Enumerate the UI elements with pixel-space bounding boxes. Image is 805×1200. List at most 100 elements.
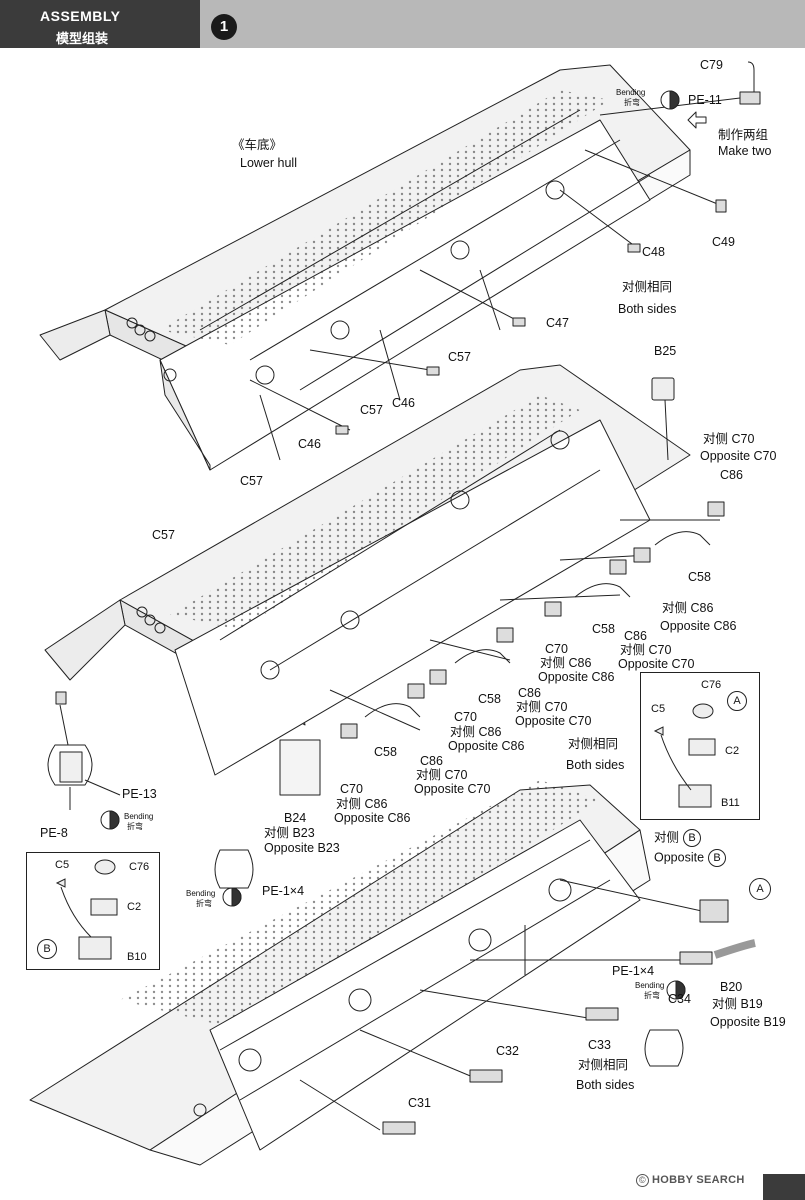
detail-a-drawing xyxy=(653,703,716,808)
label-opp-b-cn: 对侧 xyxy=(654,830,680,845)
label-opp-c86-en-3: Opposite C86 xyxy=(448,739,525,753)
label-c32: C32 xyxy=(496,1044,519,1058)
detail-a-circle: A xyxy=(727,691,747,711)
label-c86-top: C86 xyxy=(720,468,743,482)
label-c57-a: C57 xyxy=(448,350,471,364)
label-c70-2: C70 xyxy=(454,710,477,724)
label-opp-c70-en-4: Opposite C70 xyxy=(414,782,491,796)
label-opp-b-en: Opposite xyxy=(654,850,705,865)
label-c58-3: C58 xyxy=(478,692,501,706)
assembly-title-cn: 模型组装 xyxy=(56,31,109,46)
hull-top-drawing xyxy=(39,64,741,471)
label-c46-a: C46 xyxy=(392,396,415,410)
label-c48: C48 xyxy=(642,245,665,259)
label-pe13: PE-13 xyxy=(122,787,157,801)
detail-a-box: A C76 C5 C2 B11 xyxy=(640,672,760,820)
detail-b-c2: C2 xyxy=(127,901,142,913)
label-opp-c70-cn-2: 对侧 C70 xyxy=(620,643,672,657)
label-both-sides-en-3: Both sides xyxy=(576,1078,635,1092)
detail-b-c76: C76 xyxy=(129,861,150,873)
detail-a-c5: C5 xyxy=(651,703,666,715)
label-c70-3: C70 xyxy=(340,782,363,796)
label-both-sides-cn-1: 对侧相同 xyxy=(622,280,673,294)
label-opp-c86-cn-2: 对侧 C86 xyxy=(540,656,592,670)
detail-b-circle: B xyxy=(37,939,57,959)
page-footer xyxy=(0,1168,805,1200)
label-c57-c: C57 xyxy=(240,474,263,488)
label-both-sides-en-1: Both sides xyxy=(618,302,677,316)
header-light-band xyxy=(200,0,805,48)
label-c58-1: C58 xyxy=(688,570,711,584)
label-opp-c86-cn-4: 对侧 C86 xyxy=(336,797,388,811)
detail-a-b11: B11 xyxy=(721,797,740,809)
hull-middle-drawing xyxy=(44,364,720,791)
label-opp-c70-en-3: Opposite C70 xyxy=(515,714,592,728)
label-c33: C33 xyxy=(588,1038,611,1052)
watermark-text: HOBBY SEARCH xyxy=(652,1174,745,1186)
label-b25: B25 xyxy=(654,344,677,358)
marker-a: A xyxy=(749,878,771,900)
label-opp-b23-en: Opposite B23 xyxy=(264,841,340,855)
label-c57-b: C57 xyxy=(360,403,383,417)
page-header: ASSEMBLY 模型组装 1 xyxy=(0,0,805,48)
label-opp-b23-cn: 对侧 B23 xyxy=(264,826,315,840)
label-c86-2: C86 xyxy=(624,629,647,643)
footer-dark-tab xyxy=(763,1174,805,1200)
label-bending-1: Bending xyxy=(616,88,646,97)
label-c58-2: C58 xyxy=(592,622,615,636)
label-bending-4: Bending xyxy=(635,981,665,990)
detail-a-c76: C76 xyxy=(701,679,722,691)
label-bending-3: Bending xyxy=(186,889,216,898)
label-c86-3: C86 xyxy=(518,686,541,700)
step-number-badge: 1 xyxy=(211,14,237,40)
label-pe1x4-a: PE-1×4 xyxy=(262,884,305,898)
label-make-two-en: Make two xyxy=(718,144,772,158)
label-c86-4: C86 xyxy=(420,754,443,768)
label-opp-c86-cn-1: 对侧 C86 xyxy=(662,601,714,615)
label-lower-hull-cn: 《车底》 xyxy=(232,138,283,152)
label-opp-c86-cn-3: 对侧 C86 xyxy=(450,725,502,739)
label-opp-c86-en-1: Opposite C86 xyxy=(660,619,737,633)
label-opp-c70-en-2: Opposite C70 xyxy=(618,657,695,671)
label-c79: C79 xyxy=(700,58,723,72)
label-pe11: PE-11 xyxy=(688,93,722,107)
small-parts-drawings xyxy=(47,61,761,1135)
label-c34: C34 xyxy=(668,992,691,1006)
assembly-title: ASSEMBLY xyxy=(40,8,121,24)
marker-b-inline-2: B xyxy=(708,849,727,867)
label-zhewan-2: 折弯 xyxy=(127,822,143,831)
marker-b-inline-1: B xyxy=(683,829,702,847)
label-pe1x4-b: PE-1×4 xyxy=(612,964,655,978)
label-pe8: PE-8 xyxy=(40,826,68,840)
label-c47: C47 xyxy=(546,316,569,330)
label-both-sides-cn-2: 对侧相同 xyxy=(568,737,619,751)
detail-a-c2: C2 xyxy=(725,745,740,757)
label-zhewan-4: 折弯 xyxy=(644,991,660,1000)
label-opp-c86-en-4: Opposite C86 xyxy=(334,811,411,825)
label-both-sides-en-2: Both sides xyxy=(566,758,625,772)
label-b24: B24 xyxy=(284,811,307,825)
label-bending-2: Bending xyxy=(124,812,154,821)
label-b20: B20 xyxy=(720,980,743,994)
copyright-icon: © xyxy=(636,1174,649,1187)
label-opp-c70-cn: 对侧 C70 xyxy=(703,432,755,446)
label-c70-1: C70 xyxy=(545,642,568,656)
detail-b-c5: C5 xyxy=(55,859,70,871)
label-opp-c70-en: Opposite C70 xyxy=(700,449,777,463)
label-lower-hull-en: Lower hull xyxy=(240,156,297,170)
label-opp-b19-en: Opposite B19 xyxy=(710,1015,786,1029)
label-c31: C31 xyxy=(408,1096,431,1110)
detail-b-drawing xyxy=(55,859,118,960)
label-both-sides-cn-3: 对侧相同 xyxy=(578,1058,629,1072)
watermark: ©HOBBY SEARCH xyxy=(636,1174,745,1187)
detail-b-b10: B10 xyxy=(127,951,147,963)
label-opp-c70-cn-3: 对侧 C70 xyxy=(516,700,568,714)
label-zhewan-3: 折弯 xyxy=(196,899,212,908)
label-c46-b: C46 xyxy=(298,437,321,451)
label-c49: C49 xyxy=(712,235,735,249)
header-dark-band: ASSEMBLY 模型组装 xyxy=(0,0,200,48)
label-make-two-cn: 制作两组 xyxy=(718,128,769,142)
